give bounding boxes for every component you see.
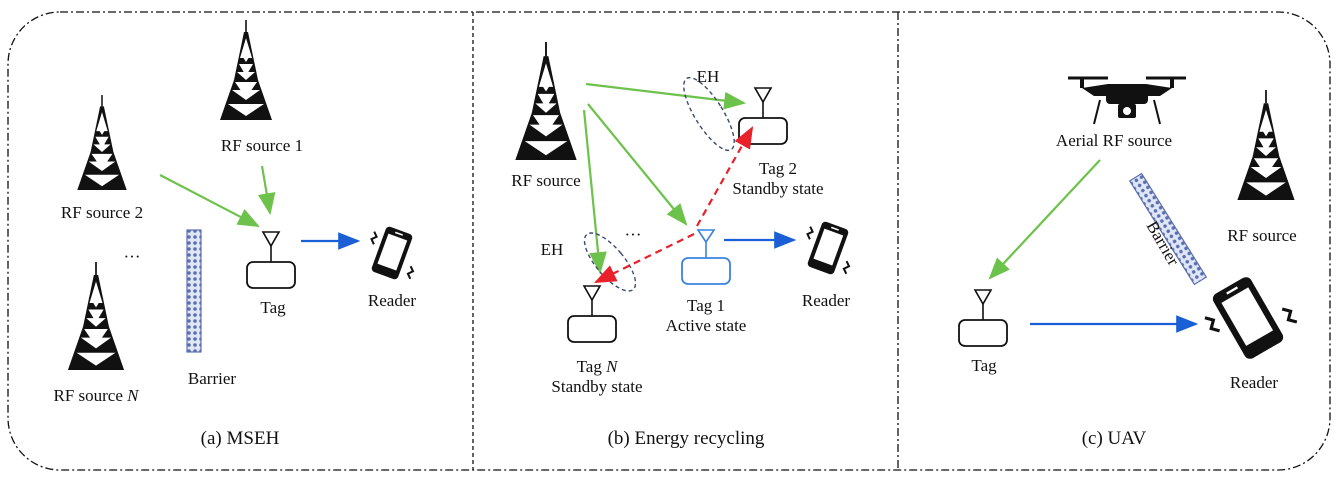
- tag-c-label: Tag: [971, 356, 997, 375]
- recycle-link-tag2: [696, 126, 754, 227]
- tag-1-state: Active state: [666, 316, 747, 335]
- caption-b: (b) Energy recycling: [608, 428, 765, 449]
- panel-b: RF source EH EH ··· Tag 2 Standby state …: [511, 41, 862, 449]
- reader-c-label: Reader: [1230, 373, 1278, 392]
- eh-ellipse-left: [583, 232, 637, 292]
- rf-source-1-tower-icon: [219, 19, 273, 121]
- reader-b-phone-icon: [796, 216, 862, 281]
- recycle-link-tagn: [594, 233, 695, 283]
- barrier-a-label: Barrier: [188, 369, 236, 388]
- rf-source-1-label: RF source 1: [221, 136, 303, 155]
- rf-source-2-label: RF source 2: [61, 203, 143, 222]
- reader-c-phone-icon: [1195, 264, 1304, 371]
- tag-2-state: Standby state: [732, 179, 823, 198]
- barrier-a: [186, 229, 202, 353]
- tag-a-label: Tag: [260, 298, 286, 317]
- rf-source-c-label: RF source: [1227, 226, 1296, 245]
- tag-1-active-icon: [681, 229, 731, 285]
- tag-2-icon: [738, 87, 788, 145]
- barrier-c: [1128, 172, 1208, 286]
- aerial-rf-source-label: Aerial RF source: [1056, 131, 1172, 150]
- tag-1-name: Tag 1: [687, 296, 725, 315]
- tag-c-icon: [958, 289, 1008, 347]
- rf-source-n-tower-icon: [67, 261, 125, 371]
- reader-a-phone-icon: [360, 221, 426, 286]
- reader-a-label: Reader: [368, 291, 416, 310]
- eh-ellipse-top: [683, 76, 735, 152]
- tag-n-icon: [567, 285, 617, 343]
- outer-frame: [7, 11, 1331, 471]
- rf-source-c-tower-icon: [1236, 89, 1296, 201]
- energy-link-rf2-tag: [159, 174, 260, 228]
- caption-a: (a) MSEH: [201, 428, 280, 449]
- energy-link-c: [988, 159, 1101, 280]
- tag-2-name: Tag 2: [759, 159, 797, 178]
- rf-source-2-tower-icon: [76, 94, 128, 191]
- energy-link-b-tag1: [587, 103, 688, 226]
- ellipsis-b: ···: [625, 225, 642, 244]
- tag-n-state: Standby state: [551, 377, 642, 396]
- reader-b-label: Reader: [802, 291, 850, 310]
- ellipsis-a: ···: [124, 247, 141, 266]
- eh-left-label: EH: [541, 240, 564, 259]
- energy-link-rf1-tag: [258, 165, 276, 216]
- energy-link-b-tag2: [585, 82, 747, 110]
- rf-source-n-label: RF source N: [53, 386, 140, 405]
- tag-n-name: Tag N: [577, 357, 620, 376]
- caption-c: (c) UAV: [1082, 428, 1147, 449]
- energy-link-b-tagn: [582, 109, 607, 275]
- drone-icon: [1068, 76, 1186, 125]
- eh-top-label: EH: [697, 67, 720, 86]
- panel-a: RF source 1 RF source 2 ··· RF source N …: [53, 19, 426, 449]
- tag-a-icon: [246, 231, 296, 289]
- rf-source-b-tower-icon: [514, 41, 578, 161]
- rf-source-b-label: RF source: [511, 171, 580, 190]
- panel-c: Aerial RF source RF source Barrier Tag R…: [958, 76, 1304, 449]
